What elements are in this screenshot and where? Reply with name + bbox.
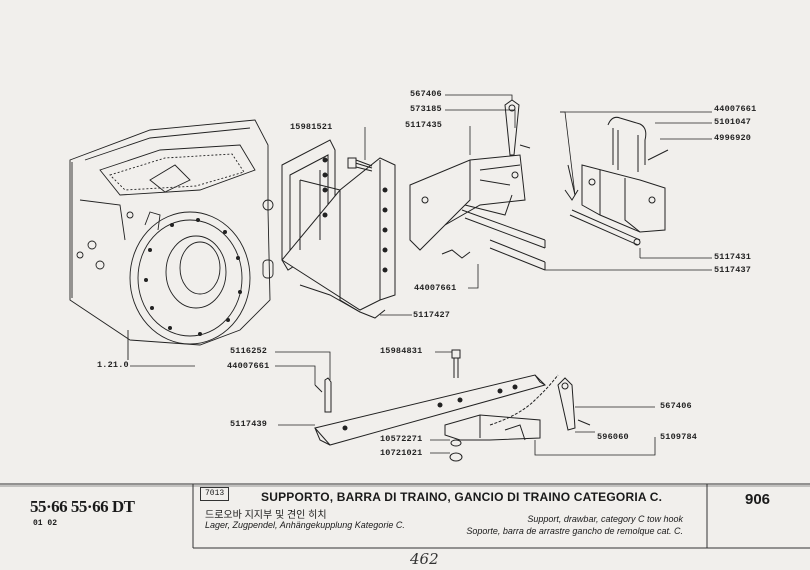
label-5117439: 5117439 — [230, 419, 268, 429]
drawbar-bracket — [409, 99, 546, 271]
label-10572271: 10572271 — [380, 434, 423, 444]
support-bracket — [281, 139, 396, 319]
pin-5116252 — [314, 377, 332, 413]
label-15981521: 15981521 — [290, 122, 333, 132]
label-44007661-low: 44007661 — [227, 361, 270, 371]
label-5116252: 5116252 — [230, 346, 268, 356]
model-sub: 01 02 — [33, 519, 58, 528]
label-5117435: 5117435 — [405, 120, 443, 130]
title-english: Support, drawbar, category C tow hook — [527, 514, 683, 524]
title-korean: 드로오바 지지부 및 견인 히치 — [205, 510, 327, 521]
label-5101047: 5101047 — [714, 117, 752, 127]
label-596060: 596060 — [597, 432, 629, 442]
label-573185: 573185 — [410, 104, 442, 114]
title-italian: SUPPORTO, BARRA DI TRAINO, GANCIO DI TRA… — [261, 490, 663, 504]
label-10721021: 10721021 — [380, 448, 423, 458]
label-567406-low: 567406 — [660, 401, 692, 411]
label-44007661-top-right: 44007661 — [714, 104, 757, 114]
page-number: 906 — [745, 491, 771, 508]
tow-hook-assembly — [564, 116, 669, 246]
title-block: 55·66 55·66 DT 01 02 7013 SUPPORTO, BARR… — [0, 478, 810, 570]
title-german: Lager, Zugpendel, Anhängekupplung Katego… — [205, 520, 405, 530]
label-567406-top: 567406 — [410, 89, 442, 99]
transmission-housing — [69, 119, 274, 360]
clip-mid — [441, 249, 471, 259]
leader-lines — [130, 94, 712, 456]
bolt-15984831 — [451, 349, 461, 378]
nut-washer — [449, 439, 463, 462]
label-5117431: 5117431 — [714, 252, 752, 262]
footer-rules — [0, 483, 810, 549]
model-number: 55·66 55·66 DT — [30, 497, 135, 516]
handwritten-note: 462 — [410, 550, 439, 568]
label-5117437: 5117437 — [714, 265, 752, 275]
label-15984831: 15984831 — [380, 346, 423, 356]
title-spanish: Soporte, barra de arrastre gancho de rem… — [466, 526, 683, 536]
label-5109784: 5109784 — [660, 432, 698, 442]
label-44007661-mid: 44007661 — [414, 283, 457, 293]
drawbar — [314, 374, 591, 446]
bolt-15981521 — [347, 157, 373, 172]
section-code: 7013 — [200, 487, 230, 501]
label-1-21-0: 1.21.0 — [97, 360, 129, 370]
label-5117427: 5117427 — [413, 310, 451, 320]
label-4996920: 4996920 — [714, 133, 752, 143]
